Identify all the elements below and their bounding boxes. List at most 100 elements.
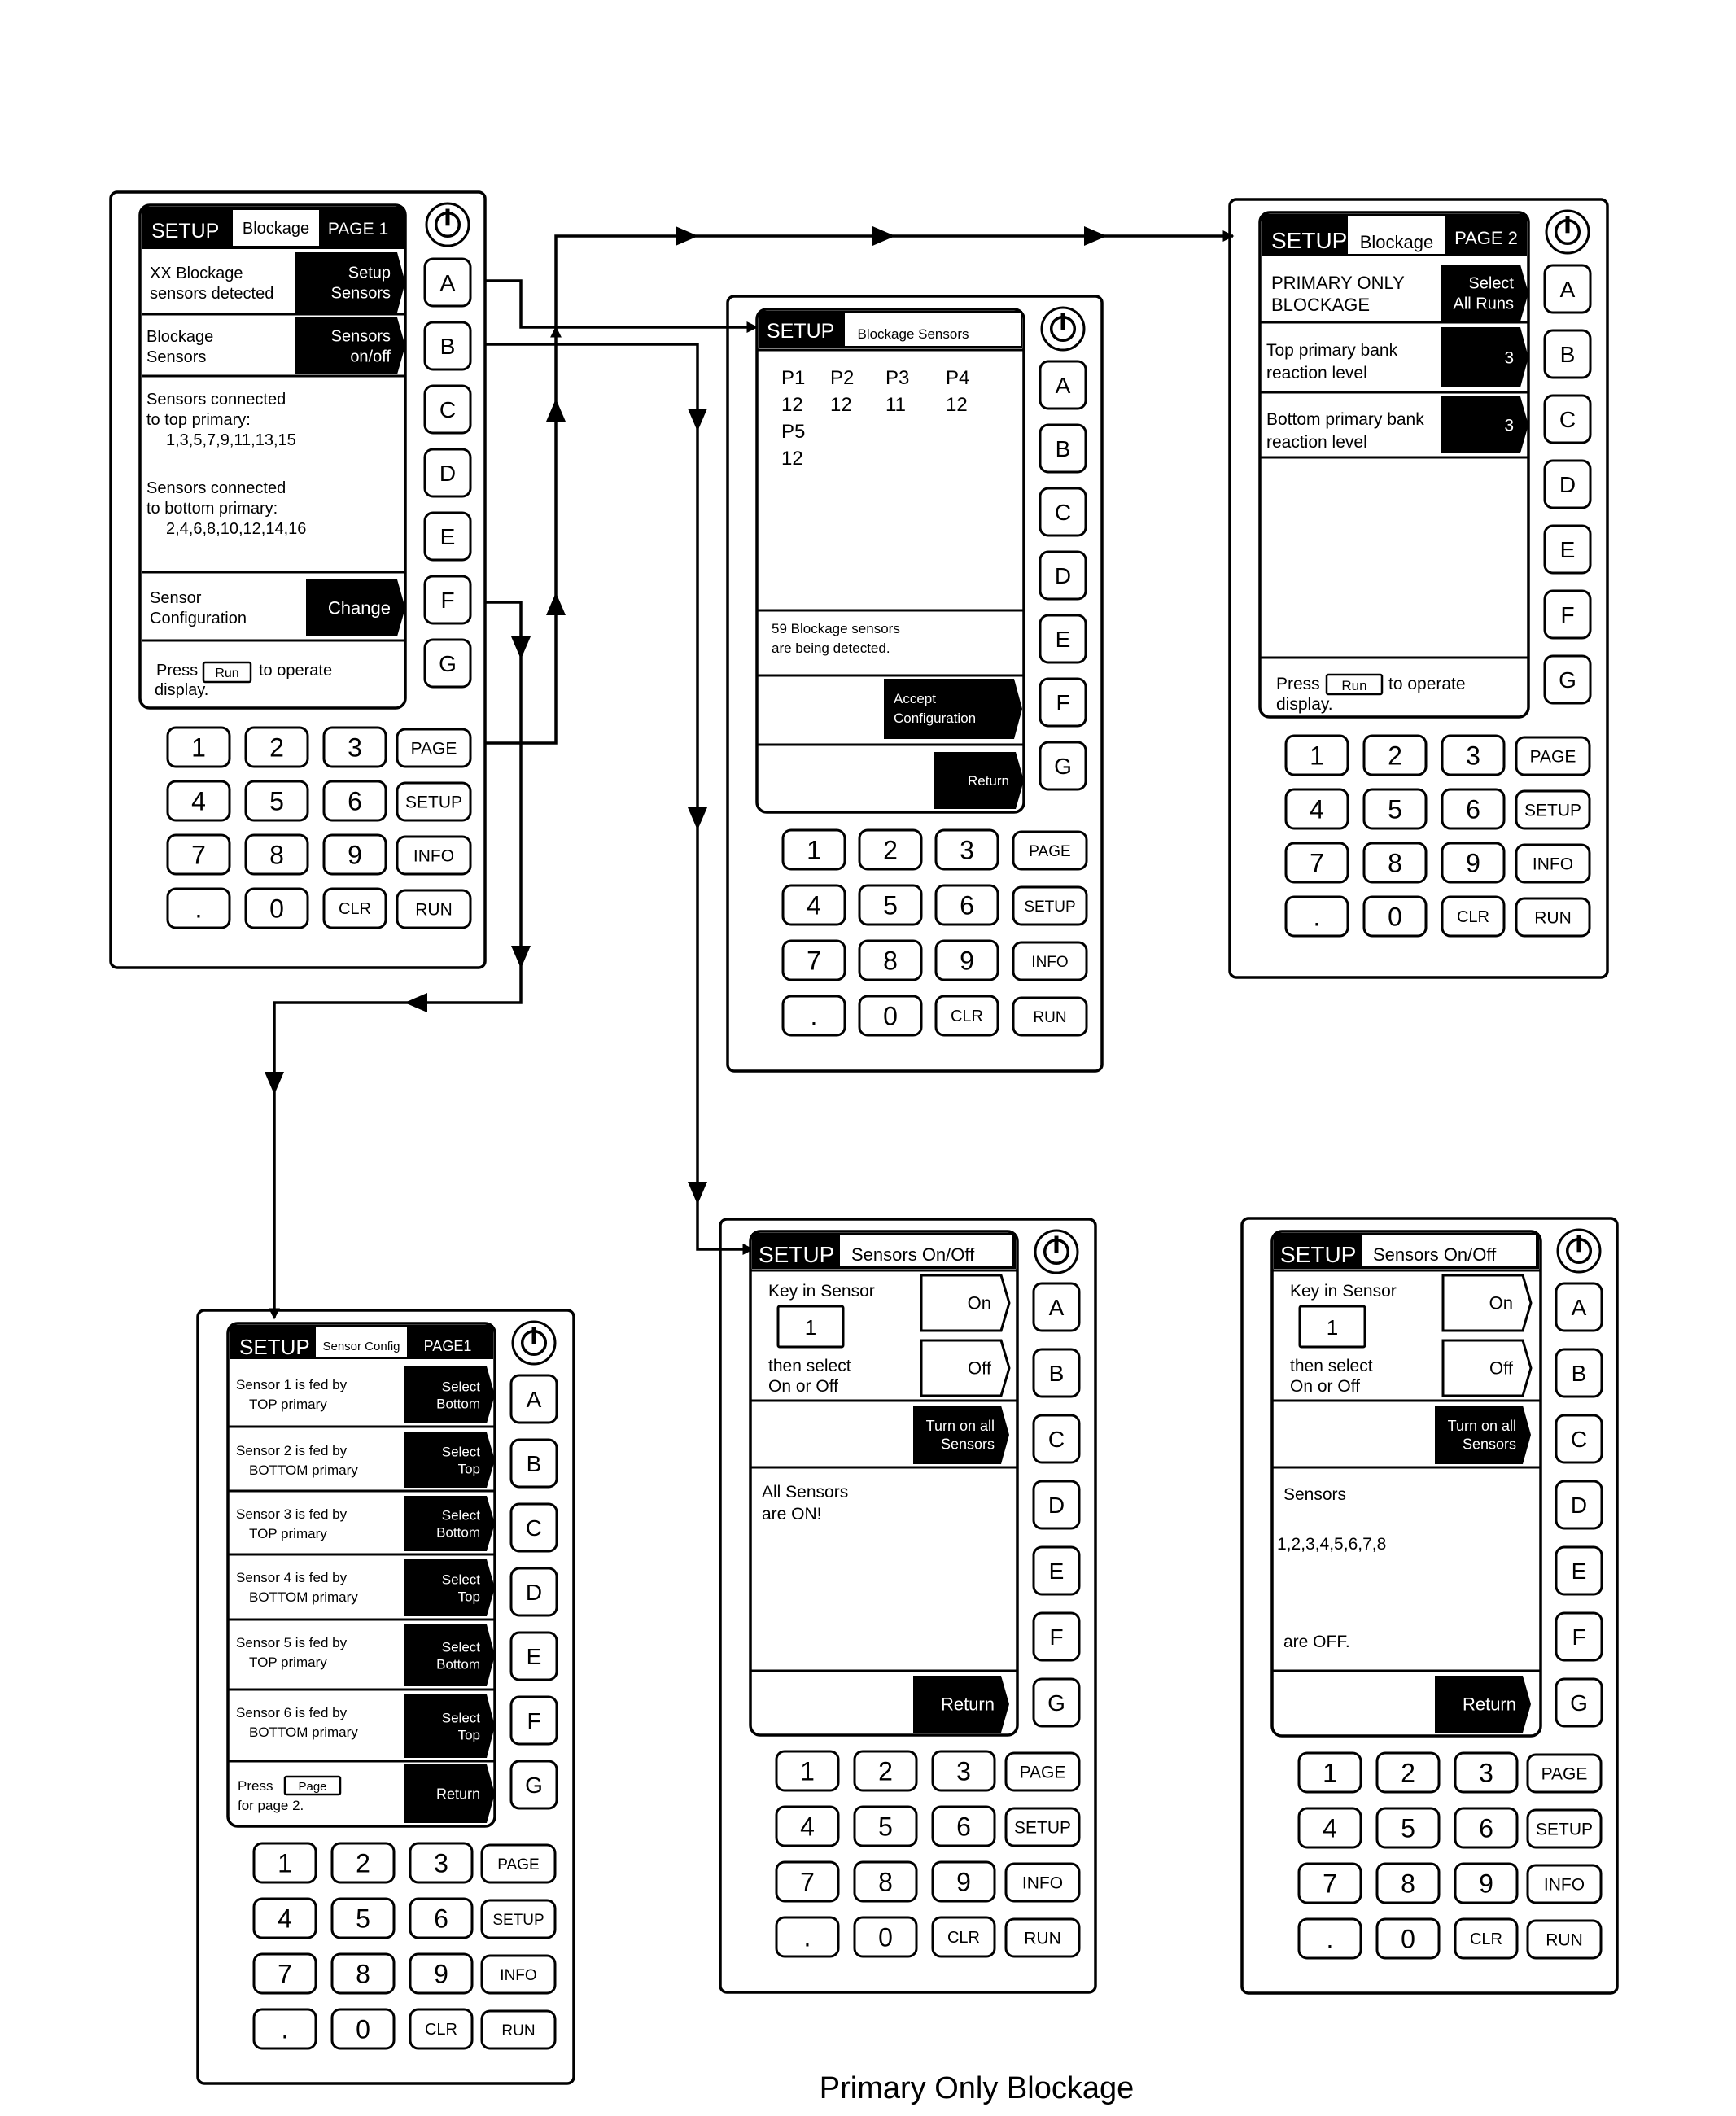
key-label[interactable]: 0 (1401, 1925, 1415, 1954)
key-run[interactable]: RUN (396, 889, 472, 929)
key-label[interactable]: 1 (1323, 1759, 1337, 1788)
key-9[interactable]: 9 (934, 939, 999, 981)
key-1[interactable]: 1 (1284, 734, 1349, 776)
key-4[interactable]: 4 (781, 884, 846, 926)
key-6[interactable]: 6 (1454, 1807, 1519, 1849)
side-key-a[interactable]: A (509, 1374, 558, 1424)
key-label[interactable]: F (1572, 1624, 1585, 1650)
key-label[interactable]: 8 (883, 947, 898, 976)
key-setup[interactable]: SETUP (1526, 1808, 1603, 1849)
key-label[interactable]: 4 (191, 787, 206, 816)
key-outline[interactable] (1039, 360, 1087, 410)
softkey-text[interactable]: Change (328, 598, 391, 619)
key-label[interactable]: SETUP (1524, 802, 1581, 820)
key-5[interactable]: 5 (330, 1897, 396, 1939)
key-label[interactable]: 3 (1479, 1759, 1493, 1788)
key-outline[interactable] (931, 1916, 996, 1958)
key-label[interactable]: INFO (1533, 855, 1573, 874)
key-label[interactable]: 8 (878, 1868, 893, 1897)
key-outline[interactable] (781, 884, 846, 926)
key-7[interactable]: 7 (781, 939, 846, 981)
key-label[interactable]: SETUP (405, 794, 462, 812)
key-label[interactable]: CLR (951, 1008, 983, 1025)
key-outline[interactable] (396, 728, 472, 768)
softkey-tab[interactable] (404, 1764, 495, 1823)
key-outline[interactable] (1543, 589, 1592, 640)
key-outline[interactable] (409, 1897, 474, 1939)
key-label[interactable]: D (1559, 472, 1576, 497)
key-outline[interactable] (1555, 1282, 1603, 1332)
key-label[interactable]: B (527, 1451, 542, 1476)
key-outline[interactable] (1543, 329, 1592, 379)
softkey-text[interactable]: Setup (348, 264, 391, 282)
key-6[interactable]: 6 (322, 780, 387, 822)
key-outline[interactable] (1375, 1862, 1441, 1904)
key-label[interactable]: C (1559, 407, 1576, 432)
off-softkey[interactable]: Off (1441, 1339, 1533, 1397)
key-outline[interactable] (423, 257, 472, 308)
softkey-text[interactable]: Sensors (331, 285, 391, 303)
key-0[interactable]: 0 (1375, 1917, 1441, 1960)
key-9[interactable]: 9 (931, 1860, 996, 1903)
key-label[interactable]: B (1572, 1361, 1587, 1386)
key-3[interactable]: 3 (931, 1750, 996, 1792)
softkey-text[interactable]: Sensors (331, 328, 391, 346)
key-outline[interactable] (1555, 1545, 1603, 1596)
key-label[interactable]: CLR (425, 2021, 457, 2039)
key-outline[interactable] (1032, 1611, 1081, 1662)
key-outline[interactable] (1526, 1753, 1603, 1794)
softkey-text[interactable]: Select (442, 1710, 481, 1725)
side-key-c[interactable]: C (509, 1502, 558, 1553)
key-outline[interactable] (1526, 1864, 1603, 1904)
key-label[interactable]: 9 (960, 947, 974, 976)
sensor-number-value[interactable]: 1 (805, 1315, 816, 1340)
softkey-text[interactable]: on/off (350, 348, 391, 366)
key-outline[interactable] (166, 780, 231, 822)
key-outline[interactable] (1543, 524, 1592, 575)
key-label[interactable]: CLR (339, 900, 371, 918)
key-outline[interactable] (396, 781, 472, 822)
side-key-f[interactable]: F (1039, 677, 1087, 728)
key-outline[interactable] (1515, 789, 1591, 830)
key-0[interactable]: 0 (858, 995, 923, 1037)
key-outline[interactable] (1297, 1807, 1362, 1849)
key-label[interactable]: E (1572, 1559, 1587, 1584)
key-2[interactable]: 2 (244, 726, 309, 768)
key-outline[interactable] (1441, 895, 1506, 938)
softkey-tab[interactable] (920, 1274, 1011, 1332)
key-outline[interactable] (480, 2009, 557, 2050)
key-5[interactable]: 5 (1362, 788, 1428, 830)
side-key-b[interactable]: B (509, 1438, 558, 1489)
key-2[interactable]: 2 (1375, 1751, 1441, 1794)
key-clr[interactable]: CLR (409, 2008, 474, 2050)
side-key-d[interactable]: D (1543, 459, 1592, 509)
key-run[interactable]: RUN (1012, 996, 1088, 1037)
side-key-b[interactable]: B (1555, 1348, 1603, 1398)
softkey-text[interactable]: Turn on all (926, 1418, 995, 1434)
key-label[interactable]: E (1560, 537, 1576, 562)
key-outline[interactable] (931, 1860, 996, 1903)
key-outline[interactable] (1297, 1917, 1362, 1960)
key-info[interactable]: INFO (1515, 843, 1591, 884)
key-label[interactable]: RUN (1534, 909, 1572, 928)
key-dot[interactable]: . (166, 887, 231, 929)
key-outline[interactable] (931, 1750, 996, 1792)
key-label[interactable]: F (440, 588, 454, 613)
return-softkey[interactable]: Return (1435, 1676, 1531, 1733)
key-outline[interactable] (934, 884, 999, 926)
key-outline[interactable] (934, 995, 999, 1037)
key-label[interactable]: B (1056, 436, 1071, 461)
key-outline[interactable] (423, 511, 472, 562)
key-label[interactable]: PAGE (497, 1856, 539, 1873)
side-key-e[interactable]: E (1543, 524, 1592, 575)
softkey-tab[interactable] (1435, 1406, 1531, 1464)
key-label[interactable]: C (1571, 1427, 1587, 1452)
key-outline[interactable] (166, 726, 231, 768)
key-setup[interactable]: SETUP (396, 781, 472, 822)
key-outline[interactable] (1012, 996, 1088, 1037)
key-info[interactable]: INFO (1004, 1862, 1081, 1903)
softkey-text[interactable]: Top (458, 1462, 480, 1477)
